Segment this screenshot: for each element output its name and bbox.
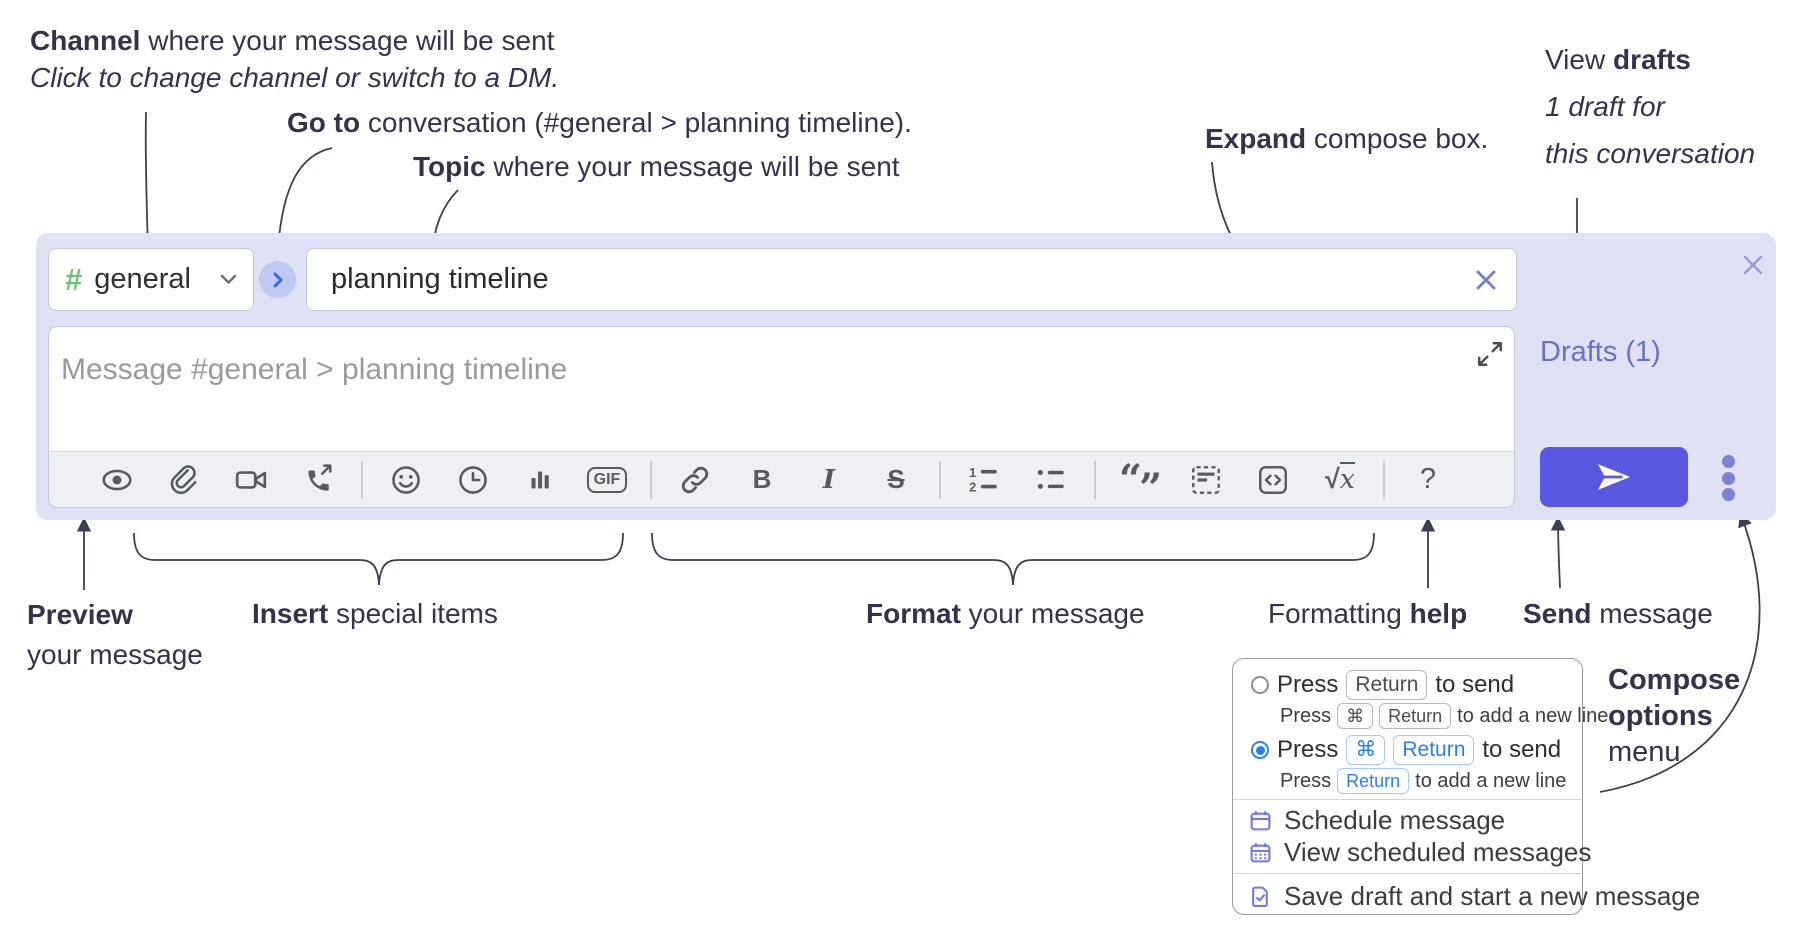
- bulleted-list-icon[interactable]: [1027, 456, 1075, 504]
- preview-annotation: Preview your message: [27, 599, 203, 670]
- send-option-cmd-return-sub: Press Return to add a new line: [1280, 768, 1566, 795]
- menu-divider: [1233, 873, 1582, 874]
- add-global-time-icon[interactable]: [449, 456, 497, 504]
- svg-text:1: 1: [969, 464, 976, 479]
- start-video-call-icon[interactable]: [227, 456, 275, 504]
- send-annotation: Send message: [1523, 598, 1713, 629]
- formatting-help-annotation: Formatting help: [1268, 598, 1468, 629]
- message-placeholder: Message #general > planning timeline: [61, 353, 568, 386]
- send-arrow: [1550, 516, 1566, 589]
- toolbar-divider: [650, 460, 652, 499]
- send-option-return[interactable]: Press Return to send: [1251, 670, 1514, 701]
- menu-item-schedule-message[interactable]: Schedule message: [1249, 805, 1505, 836]
- channel-annotation: Channel where your message will be sent …: [30, 22, 559, 96]
- menu-item-view-scheduled[interactable]: View scheduled messages: [1249, 837, 1591, 868]
- chevron-right-icon: [271, 271, 285, 289]
- calendar-icon: [1249, 809, 1272, 832]
- channel-hash-icon: #: [65, 261, 83, 297]
- strikethrough-icon[interactable]: S: [887, 464, 905, 494]
- send-option-cmd-return[interactable]: Press ⌘ Return to send: [1251, 735, 1561, 766]
- quote-icon[interactable]: “”: [1118, 455, 1162, 508]
- topic-value: planning timeline: [331, 263, 549, 295]
- toolbar-divider: [1094, 460, 1096, 499]
- send-option-return-sub: Press ⌘ Return to add a new line: [1280, 703, 1608, 730]
- radio-selected-icon[interactable]: [1251, 741, 1269, 760]
- ellipsis-dot: [1721, 455, 1735, 468]
- drafts-link[interactable]: Drafts (1): [1540, 336, 1661, 368]
- insert-brace: [133, 532, 624, 586]
- add-emoji-icon[interactable]: [382, 456, 430, 504]
- channel-annotation-bold: Channel: [30, 25, 141, 56]
- cmd-key: ⌘: [1337, 703, 1374, 730]
- add-poll-icon[interactable]: [516, 456, 564, 504]
- clear-topic-icon[interactable]: [1470, 264, 1502, 296]
- radio-unselected-icon[interactable]: [1251, 676, 1269, 695]
- svg-text:2: 2: [969, 479, 976, 494]
- menu-divider: [1233, 799, 1582, 800]
- chevron-down-icon: [220, 274, 237, 285]
- expand-compose-icon[interactable]: [1476, 340, 1504, 368]
- channel-selector[interactable]: # general: [48, 248, 254, 311]
- ellipsis-dot: [1721, 488, 1735, 501]
- send-button[interactable]: [1540, 447, 1688, 507]
- toolbar-divider: [1383, 460, 1385, 499]
- return-key: Return: [1393, 735, 1475, 766]
- goto-annotation: Go to conversation (#general > planning …: [287, 107, 912, 138]
- code-icon[interactable]: [1249, 456, 1297, 504]
- channel-annotation-rest: where your message will be sent: [140, 25, 555, 56]
- gif-label: GIF: [586, 466, 628, 493]
- cmd-key: ⌘: [1346, 735, 1386, 766]
- topic-input[interactable]: planning timeline: [306, 248, 1517, 311]
- bold-icon[interactable]: B: [752, 464, 772, 494]
- expand-annotation: Expand compose box.: [1205, 123, 1489, 154]
- compose-options-menu: Press Return to send Press ⌘ Return to a…: [1232, 658, 1700, 915]
- math-latex-icon[interactable]: √x: [1324, 462, 1356, 495]
- toolbar-divider: [939, 460, 941, 499]
- preview-eye-icon[interactable]: [93, 456, 141, 504]
- compose-options-annotation: Compose options menu: [1608, 664, 1741, 768]
- send-plane-icon: [1594, 462, 1634, 492]
- spoiler-icon[interactable]: [1182, 456, 1230, 504]
- start-voice-call-icon[interactable]: [294, 456, 342, 504]
- attach-file-icon[interactable]: [160, 456, 208, 504]
- format-brace: [651, 532, 1375, 586]
- topic-annotation: Topic where your message will be sent: [413, 151, 900, 182]
- draft-save-icon: [1249, 885, 1272, 908]
- add-gif-icon[interactable]: GIF: [583, 456, 631, 504]
- channel-arrow: [140, 111, 155, 253]
- calendar-grid-icon: [1249, 841, 1272, 864]
- close-compose-icon[interactable]: [1738, 250, 1768, 280]
- message-input[interactable]: Message #general > planning timeline: [49, 327, 1514, 453]
- go-to-conversation-button[interactable]: [259, 261, 296, 298]
- formatting-help-icon[interactable]: ?: [1419, 463, 1437, 495]
- return-key: Return: [1379, 703, 1452, 730]
- insert-link-icon[interactable]: [671, 456, 719, 504]
- menu-item-save-draft[interactable]: Save draft and start a new message: [1249, 881, 1700, 912]
- insert-annotation: Insert special items: [252, 598, 498, 629]
- message-card: Message #general > planning timeline: [48, 326, 1515, 508]
- ellipsis-dot: [1721, 471, 1735, 485]
- channel-name: general: [94, 263, 191, 295]
- return-key: Return: [1337, 768, 1410, 795]
- compose-box: # general planning timeline Message #gen…: [36, 233, 1776, 520]
- view-drafts-annotation: View drafts 1 draft for this conversatio…: [1545, 44, 1756, 169]
- channel-annotation-line2: Click to change channel or switch to a D…: [30, 62, 560, 93]
- italic-icon[interactable]: I: [822, 464, 836, 495]
- format-annotation: Format your message: [866, 598, 1145, 629]
- toolbar-divider: [361, 460, 363, 499]
- return-key: Return: [1346, 670, 1428, 701]
- compose-options-button[interactable]: [1714, 455, 1742, 501]
